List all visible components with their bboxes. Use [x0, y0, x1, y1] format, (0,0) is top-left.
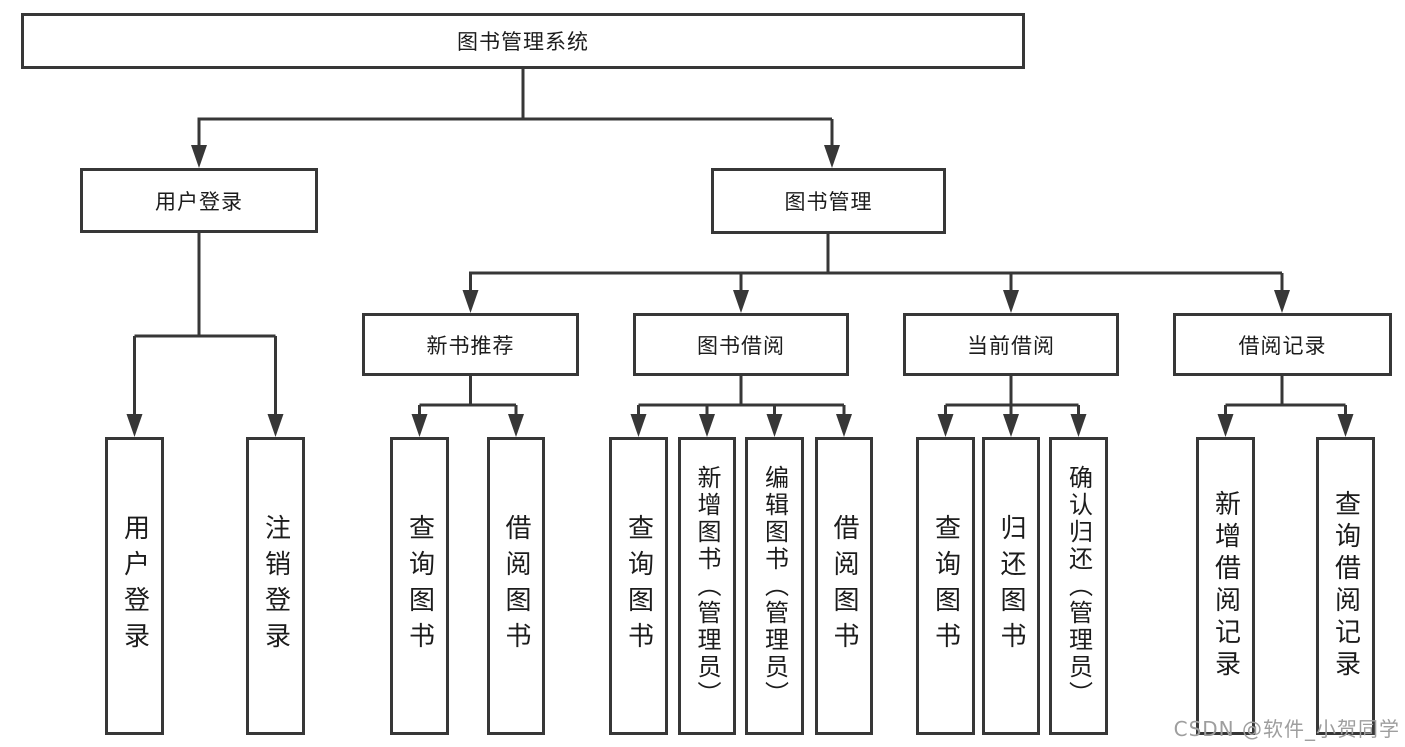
node-label: 图书管理 — [784, 190, 873, 214]
node-label: 编辑图书（管理员） — [760, 464, 789, 708]
node-root-library-system: 图书管理系统 — [21, 13, 1025, 69]
node-label: 新增图书（管理员） — [693, 464, 721, 708]
node-label: 借阅记录 — [1238, 333, 1327, 358]
node-label: 查询图书 — [930, 514, 961, 658]
node-label: 注销登录 — [260, 514, 291, 658]
leaf-add-book-admin: 新增图书（管理员） — [678, 437, 736, 735]
leaf-query-books-current: 查询图书 — [916, 437, 975, 735]
leaf-add-borrow-record: 新增借阅记录 — [1196, 437, 1255, 735]
leaf-query-books-borrowing: 查询图书 — [609, 437, 668, 735]
leaf-return-book: 归还图书 — [982, 437, 1040, 735]
node-label: 查询图书 — [404, 514, 435, 658]
node-label: 归还图书 — [996, 514, 1026, 658]
node-label: 查询图书 — [623, 514, 654, 658]
node-new-book-recommend: 新书推荐 — [362, 313, 579, 376]
node-label: 新增借阅记录 — [1210, 490, 1241, 682]
node-borrowing-records: 借阅记录 — [1173, 313, 1392, 376]
leaf-user-login: 用户登录 — [105, 437, 164, 735]
node-label: 当前借阅 — [967, 333, 1055, 358]
node-label: 新书推荐 — [426, 333, 515, 358]
node-book-borrowing: 图书借阅 — [633, 313, 849, 376]
node-book-management: 图书管理 — [711, 168, 946, 234]
leaf-borrow-books-borrowing: 借阅图书 — [815, 437, 873, 735]
leaf-logout: 注销登录 — [246, 437, 305, 735]
node-label: 借阅图书 — [501, 514, 531, 658]
node-label: 确认归还（管理员） — [1064, 464, 1093, 708]
arrowhead-group — [126, 145, 1354, 437]
node-user-login: 用户登录 — [80, 168, 318, 233]
leaf-confirm-return-admin: 确认归还（管理员） — [1049, 437, 1108, 735]
node-label: 图书借阅 — [697, 333, 785, 358]
node-label: 图书管理系统 — [457, 30, 589, 54]
leaf-query-borrow-record: 查询借阅记录 — [1316, 437, 1375, 735]
leaf-borrow-books-recommend: 借阅图书 — [487, 437, 545, 735]
leaf-query-books-recommend: 查询图书 — [390, 437, 449, 735]
node-label: 借阅图书 — [829, 514, 859, 658]
node-label: 用户登录 — [119, 514, 150, 658]
leaf-edit-book-admin: 编辑图书（管理员） — [745, 437, 804, 735]
node-label: 查询借阅记录 — [1330, 490, 1361, 682]
node-label: 用户登录 — [155, 189, 243, 214]
node-current-borrowing: 当前借阅 — [903, 313, 1119, 376]
